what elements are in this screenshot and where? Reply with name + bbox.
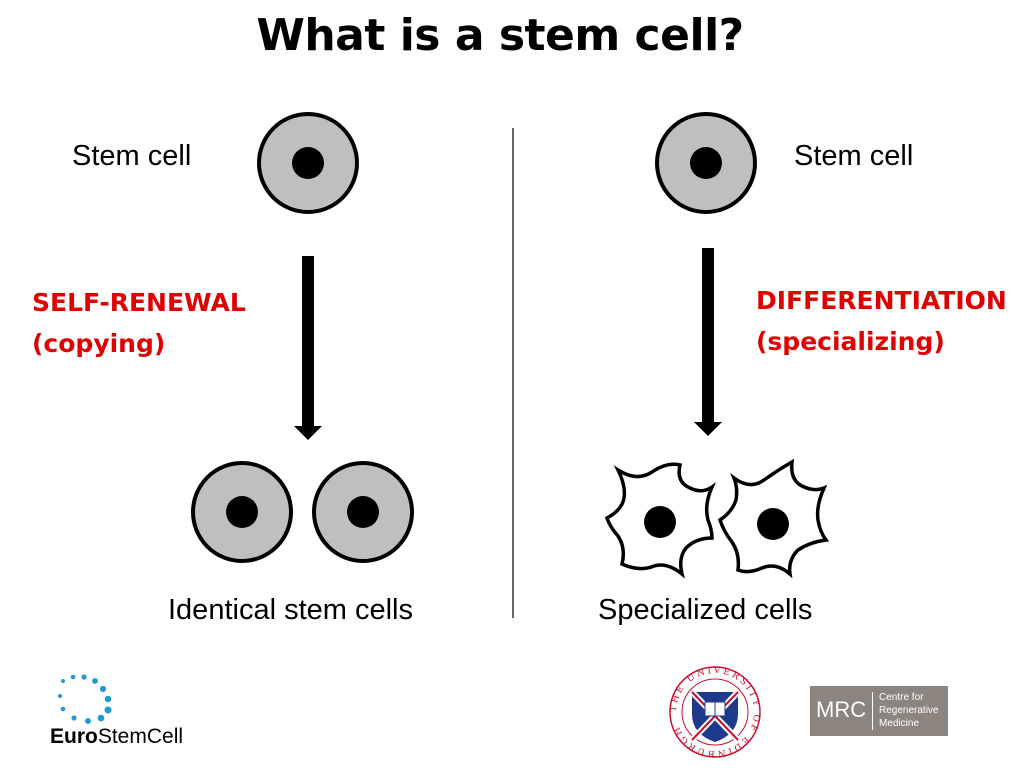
identical-stem-cell-1 [191, 461, 293, 563]
mrc-logo-line-3: Medicine [879, 718, 920, 729]
mrc-logo-line-2: Regenerative [879, 705, 939, 716]
differentiation-label: DIFFERENTIATION (specializing) [756, 280, 1007, 362]
specialized-cell-2 [717, 458, 830, 579]
identical-stem-cells-label: Identical stem cells [168, 594, 413, 626]
mrc-logo-line-1: Centre for [879, 692, 924, 703]
differentiation-title: DIFFERENTIATION [756, 286, 1007, 315]
mrc-logo: MRC Centre for Regenerative Medicine [810, 686, 948, 736]
page-title: What is a stem cell? [256, 10, 744, 61]
left-stem-cell [257, 112, 359, 214]
university-of-edinburgh-crest-icon: THE UNIVERSITY OF EDINBURGH [669, 666, 761, 758]
eurostemcell-logo-rest: StemCell [97, 725, 184, 748]
self-renewal-arrow [294, 256, 322, 440]
mrc-logo-text: Centre for Regenerative Medicine [879, 691, 938, 730]
self-renewal-title: SELF-RENEWAL [32, 288, 246, 317]
right-stem-cell-label: Stem cell [794, 140, 914, 172]
differentiation-arrow [694, 248, 722, 436]
specialized-cell-1 [604, 462, 717, 579]
mrc-logo-word: MRC [816, 697, 867, 722]
eurostemcell-logo-bold: Euro [50, 725, 98, 748]
eurostemcell-logo: EuroStemCell [50, 725, 183, 749]
specialized-cells-label: Specialized cells [598, 594, 813, 626]
left-stem-cell-label: Stem cell [72, 140, 192, 172]
mrc-logo-divider [872, 692, 873, 730]
identical-stem-cell-2 [312, 461, 414, 563]
self-renewal-label: SELF-RENEWAL (copying) [32, 282, 246, 364]
self-renewal-subtitle: (copying) [32, 329, 166, 358]
eurostemcell-dots-icon [58, 674, 112, 724]
differentiation-subtitle: (specializing) [756, 327, 945, 356]
right-stem-cell [655, 112, 757, 214]
